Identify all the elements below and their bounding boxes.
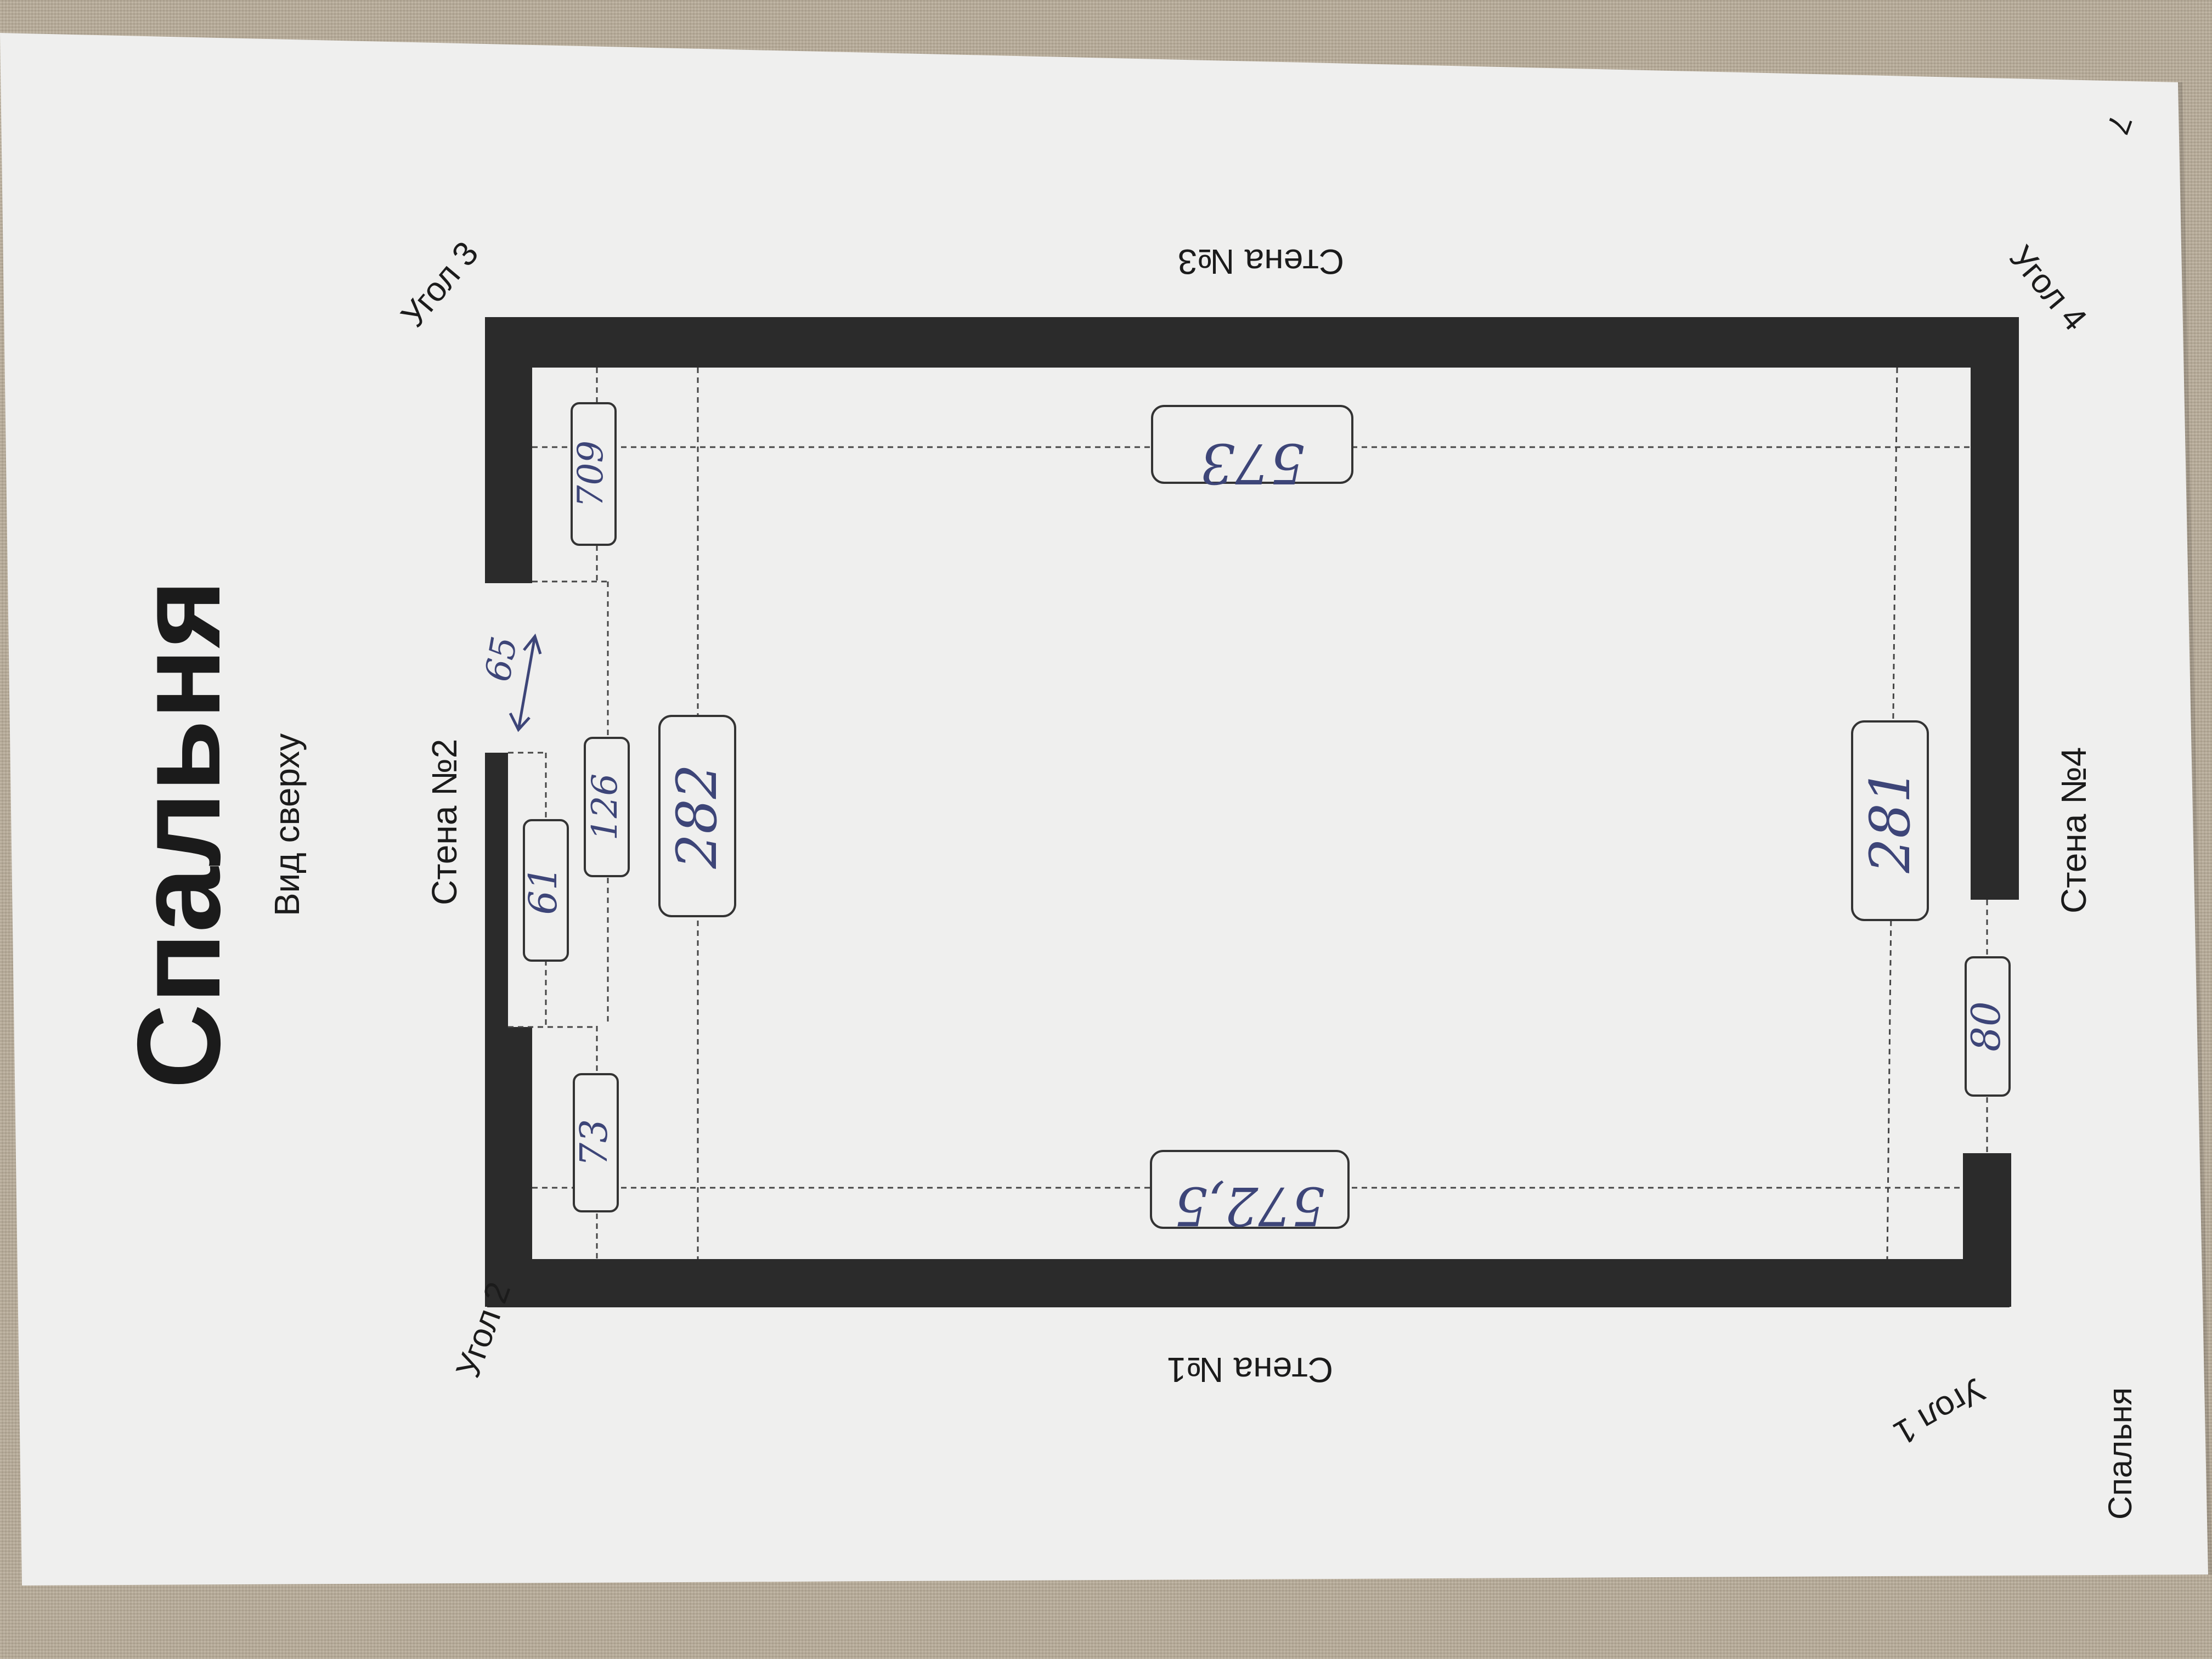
value-window-width: 65: [478, 634, 526, 685]
box-wall4-height: [1851, 720, 1929, 921]
wall-4-upper: [1971, 317, 2019, 900]
wall-2-upper: [485, 317, 532, 583]
wall-3: [486, 317, 2019, 368]
value-seg-709: 709: [571, 441, 611, 507]
paper-sheet: [0, 33, 2208, 1585]
box-wall3-length: [1151, 405, 1353, 484]
box-seg-709: [571, 402, 617, 546]
label-wall-4: Стена №4: [2054, 747, 2094, 913]
wall-4-lower: [1963, 1153, 2011, 1307]
page-title: Спальня: [112, 579, 245, 1089]
value-wall3-length: 573: [1200, 431, 1305, 495]
value-seg-73: 73: [573, 1119, 616, 1167]
window-width-arrow: [509, 633, 542, 732]
footer-label: Спальня: [2102, 1387, 2138, 1520]
box-seg-73: [573, 1073, 619, 1212]
box-seg-61: [523, 819, 569, 962]
box-wall2-height: [658, 715, 736, 917]
value-wall2-height: 282: [665, 764, 729, 870]
box-wall1-length: [1150, 1150, 1350, 1229]
value-seg-61: 61: [521, 866, 566, 915]
value-wall1-length: 572,5: [1175, 1175, 1325, 1237]
wall-1: [487, 1259, 2010, 1307]
paper-shadow: [2178, 82, 2212, 1575]
value-wall4-height: 281: [1858, 769, 1922, 874]
page-subtitle: Вид сверху: [267, 733, 307, 916]
value-door-80: 80: [1963, 1001, 2009, 1052]
label-wall-3: Стена №3: [1178, 242, 1344, 281]
room-walls: [485, 317, 2019, 1307]
measurement-boxes: [523, 402, 2011, 1229]
label-wall-2: Стена №2: [425, 739, 464, 905]
label-wall-1: Стена №1: [1167, 1350, 1333, 1390]
box-door-80: [1965, 956, 2011, 1097]
value-seg-126: 126: [585, 774, 625, 840]
box-seg-126: [584, 737, 630, 877]
wall-2-lower-thick: [485, 1027, 532, 1307]
